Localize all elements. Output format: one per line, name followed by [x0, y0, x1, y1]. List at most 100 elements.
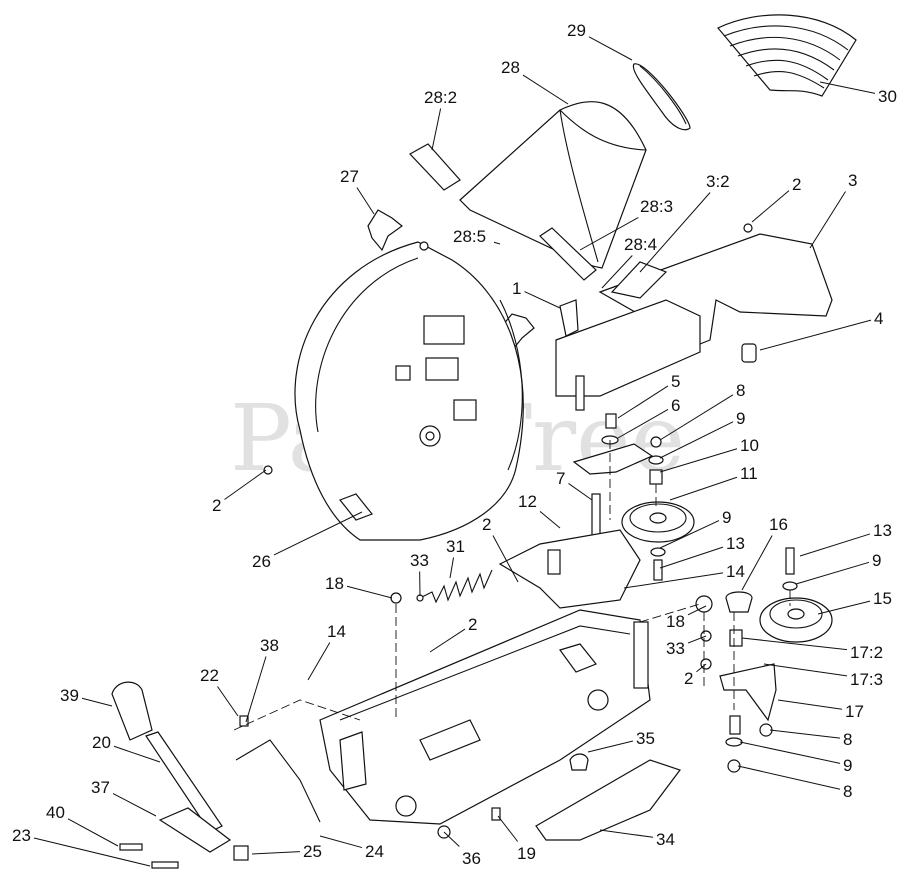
pin-22-part	[239, 715, 249, 727]
leader-line-c22	[217, 686, 239, 717]
callout-c2d: 2	[468, 615, 477, 634]
callout-c13a: 13	[726, 534, 745, 553]
leader-line-c9b	[659, 520, 720, 549]
callout-c17-2: 17:2	[850, 643, 883, 662]
callout-c28-4: 28:4	[624, 235, 657, 254]
callout-c39: 39	[60, 686, 79, 705]
idler-pulley-part	[621, 501, 695, 543]
callout-c28-5: 28:5	[453, 227, 486, 246]
callout-c12: 12	[518, 492, 537, 511]
callout-c24: 24	[365, 842, 384, 861]
leader-line-c8c	[737, 765, 841, 790]
leader-line-c19	[497, 815, 519, 842]
leader-line-c28-3	[579, 217, 639, 251]
leader-line-c16	[741, 535, 773, 591]
leader-line-c34	[599, 829, 654, 838]
callout-c8b: 8	[843, 730, 852, 749]
callout-c28: 28	[501, 58, 520, 77]
leader-line-c1	[524, 291, 561, 309]
leader-line-c25	[251, 851, 301, 855]
callout-c29: 29	[567, 21, 586, 40]
star-knob-part	[367, 209, 403, 252]
bolt-23-part	[151, 861, 179, 869]
leader-line-c31	[449, 557, 455, 579]
callout-c7: 7	[556, 469, 565, 488]
leader-line-c17-2	[741, 637, 848, 651]
leader-line-c17	[777, 699, 843, 710]
callout-c8a: 8	[736, 381, 745, 400]
callout-c9a: 9	[736, 409, 745, 428]
leader-line-c15	[817, 600, 871, 615]
callout-c9c: 9	[872, 551, 881, 570]
leader-line-c24	[319, 835, 363, 849]
main-frame-part	[319, 609, 651, 825]
callout-c35: 35	[636, 729, 655, 748]
callout-c5: 5	[671, 372, 680, 391]
control-rod-part	[235, 739, 321, 823]
callout-c9d: 9	[843, 756, 852, 775]
callout-c36: 36	[462, 849, 481, 868]
leader-line-c37	[112, 793, 157, 817]
callout-c27: 27	[340, 167, 359, 186]
callout-c2a: 2	[792, 175, 801, 194]
tension-spring-part	[390, 569, 493, 604]
callout-c3-2: 3:2	[706, 172, 730, 191]
callout-c34: 34	[656, 830, 675, 849]
callout-c20: 20	[92, 733, 111, 752]
callout-c16: 16	[769, 515, 788, 534]
leader-line-c2c	[492, 535, 519, 583]
nut-washer-stack	[648, 436, 664, 485]
leader-line-c4	[759, 319, 872, 351]
leader-line-c9c	[795, 561, 870, 585]
leader-line-c28	[522, 74, 569, 105]
callout-c10: 10	[740, 436, 759, 455]
callout-c23: 23	[12, 826, 31, 845]
leader-line-c14a	[623, 572, 724, 589]
callout-c18a: 18	[325, 574, 344, 593]
leader-line-c13a	[659, 546, 724, 569]
discharge-chute-part	[409, 101, 647, 281]
rubber-bumper-part	[741, 343, 757, 363]
leader-line-c29	[588, 36, 633, 61]
leader-line-c23	[33, 837, 151, 867]
leader-line-c14b	[307, 642, 331, 681]
callout-c1: 1	[512, 279, 521, 298]
leader-line-c40	[67, 818, 119, 847]
callout-c26: 26	[252, 552, 271, 571]
spacer-25-part	[233, 845, 249, 861]
callout-c3: 3	[848, 171, 857, 190]
callout-c28-3: 28:3	[640, 197, 673, 216]
deflector-bracket-part	[555, 299, 701, 411]
spacer-part	[653, 559, 663, 581]
callout-c38: 38	[260, 636, 279, 655]
leader-line-c2d	[429, 628, 466, 653]
leader-line-c12	[539, 511, 561, 529]
callout-c2b: 2	[212, 496, 221, 515]
leader-line-c9a	[659, 421, 734, 459]
callout-c25: 25	[303, 842, 322, 861]
leader-line-c26	[273, 511, 363, 556]
callout-c28-2: 28:2	[424, 88, 457, 107]
callout-c17-3: 17:3	[850, 670, 883, 689]
callout-c13b: 13	[873, 521, 892, 540]
callout-c8c: 8	[843, 782, 852, 801]
leader-line-c20	[113, 745, 161, 763]
callout-c22: 22	[200, 666, 219, 685]
handle-grip-part	[111, 681, 153, 741]
leader-line-c17-3	[763, 663, 848, 677]
leader-line-c35	[587, 740, 634, 753]
leader-line-c28-2	[431, 108, 442, 151]
blower-housing-part	[263, 241, 524, 541]
leader-line-c8a	[659, 394, 734, 441]
callout-c33a: 33	[410, 551, 429, 570]
leader-line-c7	[568, 483, 593, 501]
callout-c31: 31	[446, 537, 465, 556]
callout-c14b: 14	[327, 622, 346, 641]
leader-line-c18b	[687, 605, 707, 616]
clip-part	[339, 493, 373, 521]
screw-19-part	[491, 807, 501, 821]
callout-c18b: 18	[666, 612, 685, 631]
leader-line-c3	[809, 191, 846, 249]
